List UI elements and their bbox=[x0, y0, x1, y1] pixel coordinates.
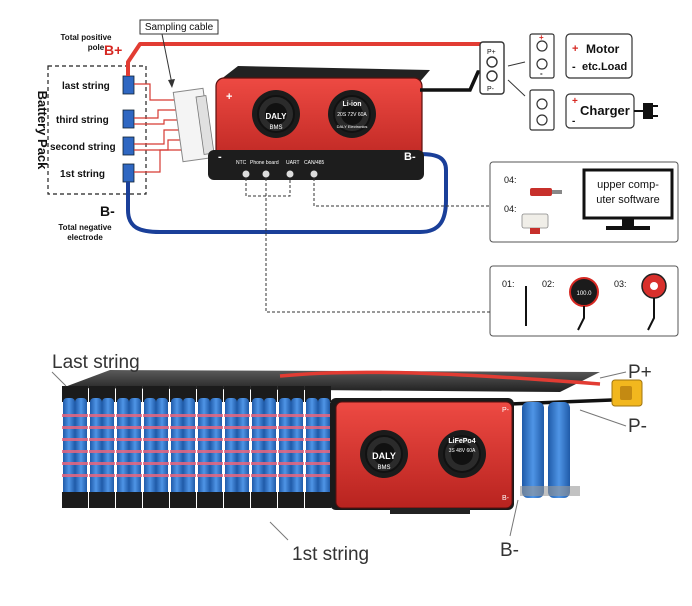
acc-item2: 02: bbox=[542, 279, 555, 289]
software-line2: uter software bbox=[596, 194, 660, 206]
bms-board-top: + - P- B- DALY BMS Li-ion 20S 72V 60A DA… bbox=[208, 66, 437, 180]
bms-brand: DALY bbox=[265, 112, 287, 121]
battery-cells-column bbox=[122, 75, 135, 183]
bms-plus-label: + bbox=[226, 91, 232, 103]
display-value: 100.0 bbox=[576, 291, 592, 297]
total-negative-electrode-label: electrode bbox=[67, 233, 103, 242]
bottom-red-wire bbox=[279, 370, 601, 386]
software-line1: upper comp- bbox=[597, 179, 659, 191]
cell-block bbox=[122, 136, 135, 156]
battery-pack-frame bbox=[47, 65, 147, 195]
bms-spec: 20S 72V 60A bbox=[337, 112, 367, 118]
bms-chem: Li-ion bbox=[342, 101, 361, 108]
motor-label: Motor bbox=[586, 42, 620, 56]
cell-column bbox=[197, 386, 223, 508]
cell-column bbox=[143, 386, 169, 508]
bottom-bms-brand: DALY bbox=[372, 451, 396, 461]
first-string-leader bbox=[269, 521, 289, 541]
string-label-second: second string bbox=[50, 142, 116, 153]
sampling-connector bbox=[172, 87, 215, 163]
bms-port-can: CAN/485 bbox=[304, 160, 325, 166]
bms-maker: DALY Electronics bbox=[337, 124, 368, 129]
load-label: etc.Load bbox=[582, 61, 627, 73]
last-string-label: Last string bbox=[52, 352, 140, 373]
acc-item3: 03: bbox=[614, 279, 627, 289]
p-minus-leader bbox=[579, 409, 627, 427]
b-minus-bottom-label: B- bbox=[500, 540, 519, 561]
bms-port-ntc: NTC bbox=[236, 160, 247, 166]
sampling-cable-label-box bbox=[139, 19, 219, 35]
plug-icon bbox=[634, 103, 658, 119]
cell-block bbox=[122, 163, 135, 183]
cell-column bbox=[251, 386, 277, 508]
bms-port-phone: Phone board bbox=[250, 160, 279, 166]
cell-columns bbox=[62, 386, 331, 508]
cell-block bbox=[122, 75, 135, 95]
svg-text:-: - bbox=[572, 116, 575, 127]
cell-column bbox=[278, 386, 304, 508]
b-plus-label: B+ bbox=[104, 42, 122, 58]
can-connector-icon bbox=[521, 213, 549, 229]
bms-minus-label: - bbox=[218, 151, 222, 163]
svg-text:-: - bbox=[572, 61, 576, 73]
svg-text:+: + bbox=[572, 96, 578, 107]
usb-cable-icon bbox=[530, 188, 552, 196]
string-label-first: 1st string bbox=[60, 169, 105, 180]
cell-column bbox=[305, 386, 331, 508]
bms-port-uart: UART bbox=[286, 160, 300, 166]
battery-pack-label: Battery Pack bbox=[35, 91, 50, 171]
svg-text:+: + bbox=[572, 43, 578, 55]
string-label-third: third string bbox=[56, 115, 109, 126]
b-minus-label: B- bbox=[100, 203, 115, 219]
sampling-wires bbox=[134, 83, 182, 173]
sampling-cable-arrow bbox=[161, 33, 173, 85]
output-terminal: P+ P- bbox=[479, 41, 505, 95]
cell-column bbox=[62, 386, 88, 508]
string-label-last: last string bbox=[62, 81, 110, 92]
acc-item1: 01: bbox=[502, 279, 515, 289]
port-leader-lines bbox=[245, 178, 490, 313]
svg-text:-: - bbox=[540, 69, 543, 78]
total-positive-pole-label: pole bbox=[88, 43, 105, 52]
charger-load: + - Charger bbox=[529, 89, 658, 131]
last-string-leader bbox=[51, 371, 67, 387]
cell-column bbox=[116, 386, 142, 508]
battery-assembly: DALY BMS LiFePo4 3S 48V 60A P- B- bbox=[62, 370, 643, 514]
bms-badge: BMS bbox=[269, 125, 282, 131]
comm-label-b: 04: bbox=[504, 204, 517, 214]
bms-b-minus-label: B- bbox=[404, 151, 416, 163]
bottom-bms-badge: BMS bbox=[377, 465, 390, 471]
motor-load: + - + - Motor etc.Load bbox=[529, 33, 633, 79]
bottom-bms-spec: 3S 48V 60A bbox=[449, 448, 476, 454]
terminal-p-plus: P+ bbox=[487, 49, 496, 56]
comm-label-a: 04: bbox=[504, 175, 517, 185]
bottom-bms-p-minus: P- bbox=[502, 407, 510, 414]
accessories-box: 01: 02: 03: 100.0 bbox=[489, 265, 679, 337]
p-plus-label: P+ bbox=[628, 362, 652, 383]
total-positive-label: Total positive bbox=[61, 33, 113, 42]
cell-column bbox=[224, 386, 250, 508]
charger-label: Charger bbox=[580, 103, 630, 118]
p-plus-leader bbox=[599, 371, 627, 379]
cell-column bbox=[89, 386, 115, 508]
bottom-bms-b-minus: B- bbox=[502, 495, 510, 502]
cell-block bbox=[122, 109, 135, 129]
communication-box: 04: 04: upper comp- uter software bbox=[489, 161, 679, 243]
bottom-bms-chem: LiFePo4 bbox=[448, 438, 475, 445]
negative-wire bbox=[126, 152, 448, 234]
svg-text:+: + bbox=[539, 33, 544, 42]
p-minus-label: P- bbox=[628, 416, 647, 437]
terminal-p-minus: P- bbox=[487, 86, 495, 93]
sampling-cable-label: Sampling cable bbox=[145, 22, 214, 33]
first-string-label: 1st string bbox=[292, 544, 369, 565]
cell-column bbox=[170, 386, 196, 508]
b-minus-leader bbox=[509, 499, 519, 537]
total-negative-label: Total negative bbox=[58, 223, 112, 232]
